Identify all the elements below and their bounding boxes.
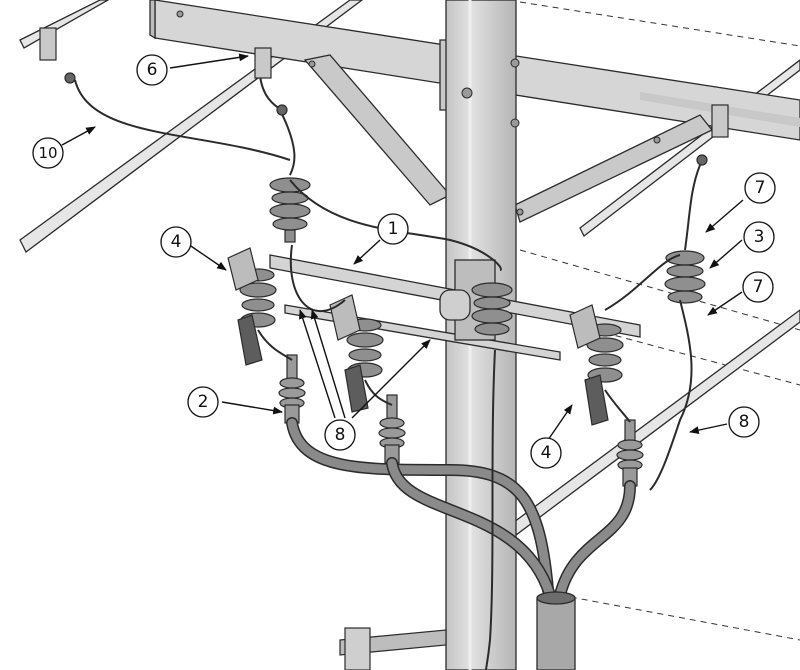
svg-text:8: 8 <box>739 412 750 432</box>
callout-4-right: 4 <box>530 437 562 469</box>
callout-8-left: 8 <box>324 419 356 451</box>
cutout-left <box>227 247 277 366</box>
callout-10: 10 <box>32 137 64 169</box>
svg-text:10: 10 <box>38 144 57 162</box>
insulator-right <box>664 250 706 304</box>
svg-text:8: 8 <box>335 425 346 445</box>
svg-text:6: 6 <box>147 60 158 80</box>
insulator-left <box>269 177 311 243</box>
pin-insulators <box>269 177 706 336</box>
conduit <box>536 591 576 670</box>
svg-text:1: 1 <box>388 219 399 239</box>
svg-text:7: 7 <box>753 277 764 297</box>
lower-bracket <box>339 627 447 670</box>
callouts: 6 10 4 1 2 8 7 3 7 4 8 <box>32 54 776 469</box>
clamp-right <box>696 104 729 166</box>
callout-2: 2 <box>187 386 219 418</box>
svg-text:7: 7 <box>755 178 766 198</box>
termination-left <box>278 354 306 424</box>
svg-text:4: 4 <box>541 443 552 463</box>
jumper-wires <box>74 74 701 670</box>
svg-text:4: 4 <box>171 232 182 252</box>
callout-8-right: 8 <box>728 406 760 438</box>
callout-1: 1 <box>377 213 409 245</box>
cable-terminations <box>278 354 644 487</box>
callout-7-bottom: 7 <box>742 271 774 303</box>
cutout-right <box>569 304 624 426</box>
svg-text:2: 2 <box>198 392 209 412</box>
callout-4-left: 4 <box>160 226 192 258</box>
clamp-left <box>254 47 288 116</box>
riser-cables <box>286 417 636 601</box>
callout-6: 6 <box>136 54 168 86</box>
svg-text:3: 3 <box>754 227 765 247</box>
clamp-far-left <box>39 27 76 84</box>
termination-right <box>616 419 644 487</box>
insulator-center <box>471 282 513 336</box>
callout-leaders <box>61 53 744 441</box>
hotline-clamps <box>39 27 729 166</box>
callout-7-top: 7 <box>744 172 776 204</box>
callout-3: 3 <box>743 221 775 253</box>
termination-center <box>378 394 406 464</box>
